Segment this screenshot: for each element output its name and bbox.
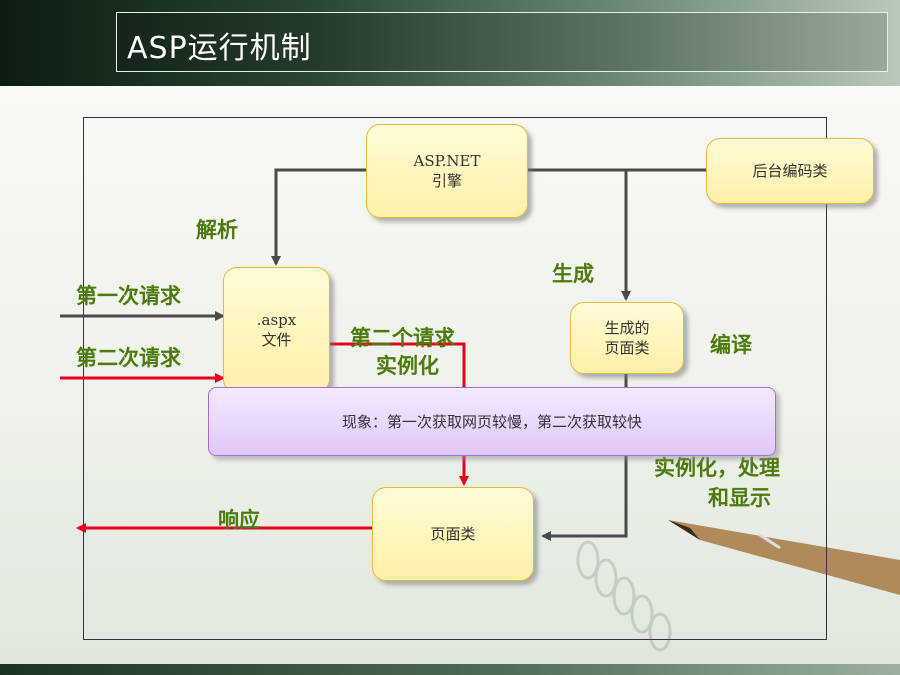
engine-label-line2: 引擎: [431, 172, 462, 190]
label-instantiate: 实例化: [376, 354, 439, 378]
engine-label-line1: ASP.NET: [413, 152, 481, 170]
codebehind-label: 后台编码类: [752, 162, 828, 180]
codebehind-class-box: 后台编码类: [706, 138, 874, 204]
phenomenon-note-text: 现象：第一次获取网页较慢，第二次获取较快: [341, 413, 642, 431]
parse-arrow: [271, 168, 366, 266]
label-compile: 编译: [710, 333, 752, 357]
aspx-label-line2: 文件: [261, 331, 292, 349]
aspx-file-box: .aspx 文件: [223, 267, 330, 393]
generated-label-line1: 生成的: [604, 319, 650, 337]
footer-bar: [0, 664, 900, 675]
slide-title: ASP运行机制: [127, 31, 312, 66]
label-generate: 生成: [552, 262, 594, 286]
aspnet-engine-box: ASP.NET 引擎: [366, 124, 528, 218]
label-instantiate-process-line2: 和显示: [708, 486, 771, 510]
page-class-box: 页面类: [372, 487, 534, 581]
generated-label-line2: 页面类: [604, 339, 650, 357]
phenomenon-note: 现象：第一次获取网页较慢，第二次获取较快: [208, 387, 776, 456]
label-instantiate-process-line1: 实例化，处理: [654, 456, 780, 480]
label-second-request: 第二次请求: [76, 346, 181, 370]
generated-page-class-box: 生成的 页面类: [570, 302, 684, 374]
label-second-request-line1: 第二个请求: [350, 326, 455, 350]
aspx-label-line1: .aspx: [256, 311, 297, 329]
title-frame: ASP运行机制: [116, 12, 888, 72]
page-class-label: 页面类: [430, 525, 476, 543]
label-parse: 解析: [196, 218, 238, 242]
label-respond: 响应: [218, 508, 260, 532]
label-first-request: 第一次请求: [76, 284, 181, 308]
